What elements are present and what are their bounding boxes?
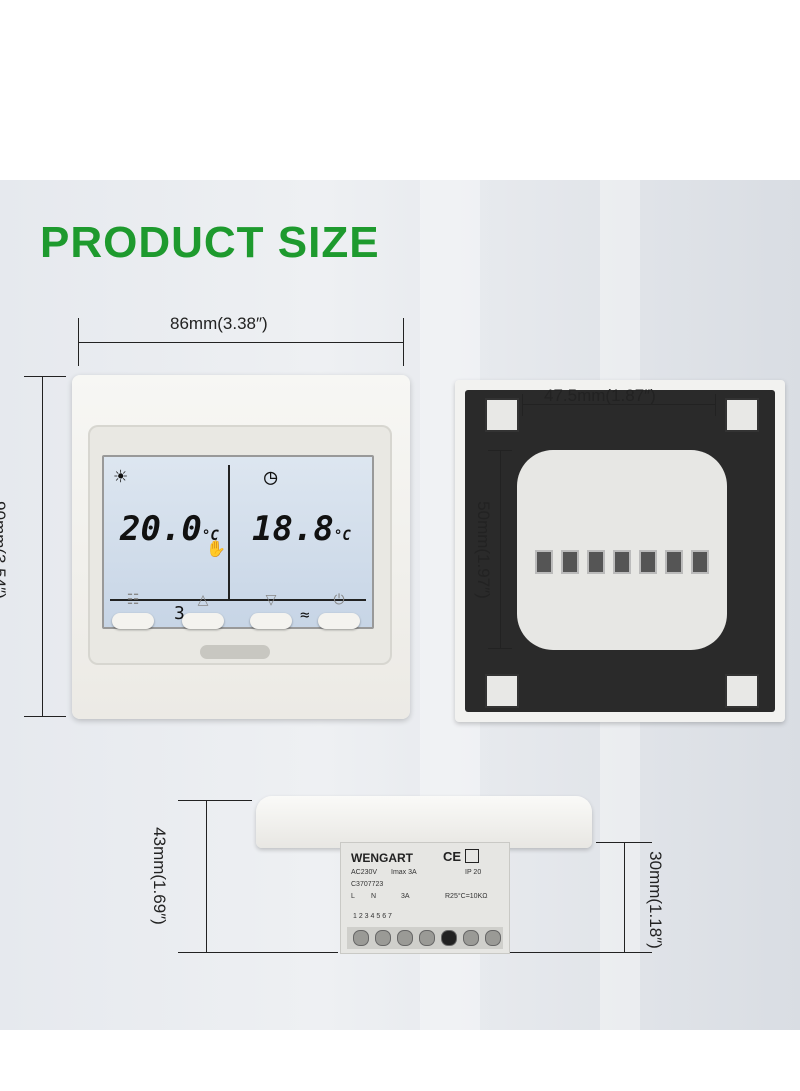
sun-icon: ☀ xyxy=(114,465,128,490)
power-button[interactable] xyxy=(318,613,360,629)
bottom-slot xyxy=(200,645,270,659)
back-height-label: 50mm(1.97″) xyxy=(473,501,493,599)
side-total-label: 43mm(1.69″) xyxy=(149,827,169,925)
brand-label: WENGART xyxy=(351,851,413,865)
book-button[interactable] xyxy=(112,613,154,629)
book-icon: ☷ xyxy=(126,591,140,607)
page-title: PRODUCT SIZE xyxy=(40,218,380,267)
side-cover xyxy=(256,796,592,848)
front-height-label: 90mm(3.54″) xyxy=(0,501,9,599)
lcd-display: ☀ ◷ 20.0°C ✋ 18.8°C 3 ≈ xyxy=(102,455,374,629)
width-dimension-line xyxy=(78,342,404,343)
thermostat-front: ☀ ◷ 20.0°C ✋ 18.8°C 3 ≈ ☷ △ ▽ ⏻ xyxy=(72,375,410,719)
side-depth-label: 30mm(1.18″) xyxy=(645,851,665,949)
ce-mark: CE xyxy=(443,849,462,864)
terminal-block xyxy=(535,550,710,574)
front-width-label: 86mm(3.38″) xyxy=(170,314,268,333)
side-housing: WENGART CE AC230V Imax 3A IP 20 C3707723… xyxy=(340,842,510,954)
height-dimension-line xyxy=(42,376,43,716)
double-insulation-icon xyxy=(465,849,479,863)
terminal-screws xyxy=(347,927,503,949)
thermostat-back xyxy=(455,380,785,722)
clock-icon: ◷ xyxy=(264,465,278,490)
hand-icon: ✋ xyxy=(206,539,226,558)
down-button[interactable] xyxy=(250,613,292,629)
up-button[interactable] xyxy=(182,613,224,629)
set-temperature: 20.0°C xyxy=(120,509,219,549)
period-number: 3 xyxy=(174,603,185,624)
back-width-label: 47.5mm(1.87″) xyxy=(544,386,656,405)
down-icon: ▽ xyxy=(265,591,277,607)
power-icon: ⏻ xyxy=(333,591,345,607)
room-temperature: 18.8°C xyxy=(252,509,351,549)
up-icon: △ xyxy=(197,591,209,607)
heating-icon: ≈ xyxy=(300,605,310,624)
